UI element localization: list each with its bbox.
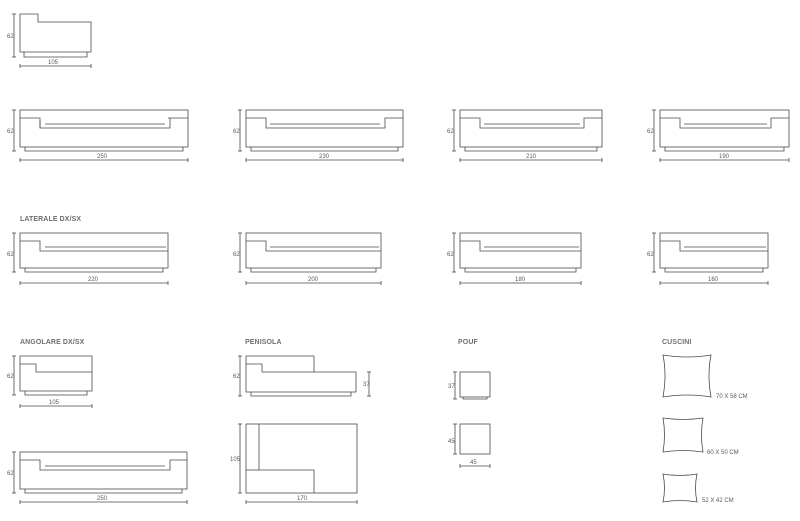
module-pouf-side: 37 [448, 371, 491, 400]
dim-label-penisola-width: 170 [297, 496, 308, 502]
cushion-label-large: 70 X 58 CM [716, 394, 748, 400]
dim-label-pouf-width: 45 [470, 460, 477, 466]
dim-label-laterale-160-width: 160 [708, 277, 719, 283]
dim-label-angolare-large-width: 250 [97, 496, 108, 502]
dim-label-laterale-200-width: 200 [308, 277, 319, 283]
module-laterale-220: 62 220 [7, 232, 169, 285]
dim-label-penisola-height-seat: 37 [363, 382, 370, 388]
dim-label-row1-210-height: 62 [447, 129, 454, 135]
module-angolare-small: 62 105 [7, 355, 93, 408]
dim-label-angolare-small-height: 62 [7, 374, 14, 380]
section-title-angolare: ANGOLARE DX/SX [20, 339, 85, 346]
module-pouf-plan: 45 45 [448, 423, 491, 468]
dim-width-top: 105 [19, 60, 92, 68]
dim-label-row1-190-height: 62 [647, 129, 654, 135]
module-top: 62 105 [7, 13, 92, 68]
dim-label-angolare-small-width: 105 [49, 400, 60, 406]
module-row1-190: 62 190 [647, 109, 790, 162]
dim-label-angolare-large-height: 62 [7, 471, 14, 477]
dim-label-top-height: 62 [7, 34, 14, 40]
module-penisola-side: 62 37 [233, 355, 371, 397]
dim-label-row1-230-width: 230 [319, 154, 330, 160]
dim-label-penisola-depth: 105 [230, 457, 241, 463]
dim-label-pouf-height: 37 [448, 384, 455, 390]
cushion-small: 52 X 42 CM [662, 473, 734, 504]
dim-label-laterale-220-height: 62 [7, 252, 14, 258]
module-laterale-160: 62 160 [647, 232, 769, 285]
cushion-label-small: 52 X 42 CM [702, 498, 734, 504]
cushion-large: 70 X 58 CM [662, 354, 748, 400]
dim-label-row1-190-width: 190 [719, 154, 730, 160]
dim-label-laterale-200-height: 62 [233, 252, 240, 258]
dim-label-laterale-220-width: 220 [88, 277, 99, 283]
module-laterale-180: 62 180 [447, 232, 582, 285]
dim-label-penisola-height-back: 62 [233, 374, 240, 380]
dim-label-row1-230-height: 62 [233, 129, 240, 135]
section-title-pouf: POUF [458, 339, 478, 346]
dim-label-pouf-depth: 45 [448, 439, 455, 445]
module-penisola-plan: 105 170 [230, 423, 358, 504]
cushion-label-medium: 60 X 50 CM [707, 450, 739, 456]
dim-label-top-width: 105 [48, 60, 59, 66]
section-title-cuscini: CUSCINI [662, 339, 692, 346]
module-laterale-200: 62 200 [233, 232, 382, 285]
dim-height-top: 62 [7, 13, 16, 58]
section-title-laterale: LATERALE DX/SX [20, 216, 82, 223]
module-row1-230: 62 230 [233, 109, 404, 162]
module-row1-210: 62 210 [447, 109, 603, 162]
dim-label-laterale-160-height: 62 [647, 252, 654, 258]
dim-label-laterale-180-width: 180 [515, 277, 526, 283]
dim-label-row1-250-width: 250 [97, 154, 108, 160]
dim-label-row1-250-height: 62 [7, 129, 14, 135]
dim-label-row1-210-width: 210 [526, 154, 537, 160]
cushion-medium: 60 X 50 CM [662, 417, 739, 456]
dim-label-laterale-180-height: 62 [447, 252, 454, 258]
section-title-penisola: PENISOLA [245, 339, 282, 346]
module-row1-250: 62 250 [7, 109, 189, 162]
module-angolare-large: 62 250 [7, 451, 188, 504]
